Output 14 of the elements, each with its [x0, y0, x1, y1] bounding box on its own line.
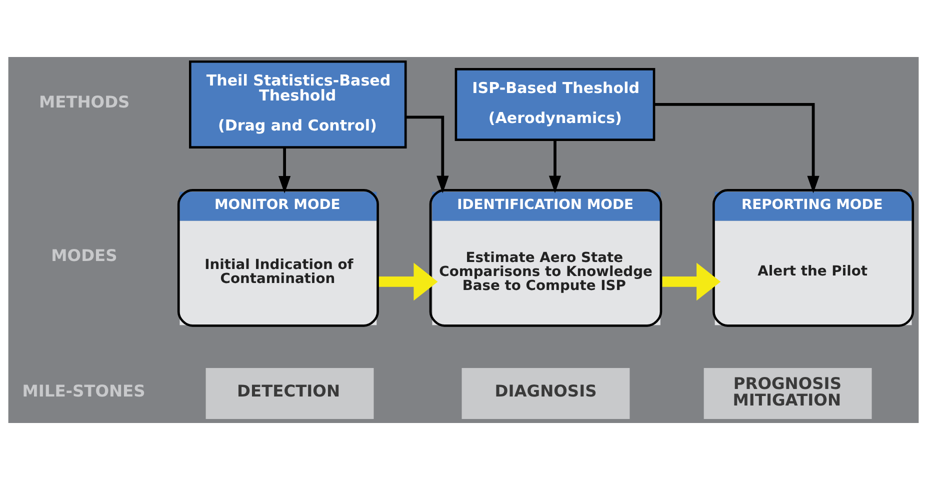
label: MODES	[51, 246, 118, 266]
node-box: DIAGNOSIS	[462, 368, 630, 419]
node-box: DETECTION	[206, 368, 374, 419]
arrow	[662, 262, 721, 301]
node-box: ISP-Based Theshold (Aerodynamics)	[454, 68, 656, 141]
arrow	[378, 262, 438, 301]
arrow	[406, 116, 449, 194]
arrow	[278, 148, 291, 194]
node-box: Theil Statistics-Based Theshold (Drag and Control)	[189, 60, 407, 148]
arrow	[548, 140, 562, 194]
node-box: PROGNOSIS MITIGATION	[704, 368, 872, 419]
label: MILE-STONES	[22, 382, 146, 401]
label: METHODS	[39, 92, 130, 112]
arrow	[654, 103, 820, 194]
